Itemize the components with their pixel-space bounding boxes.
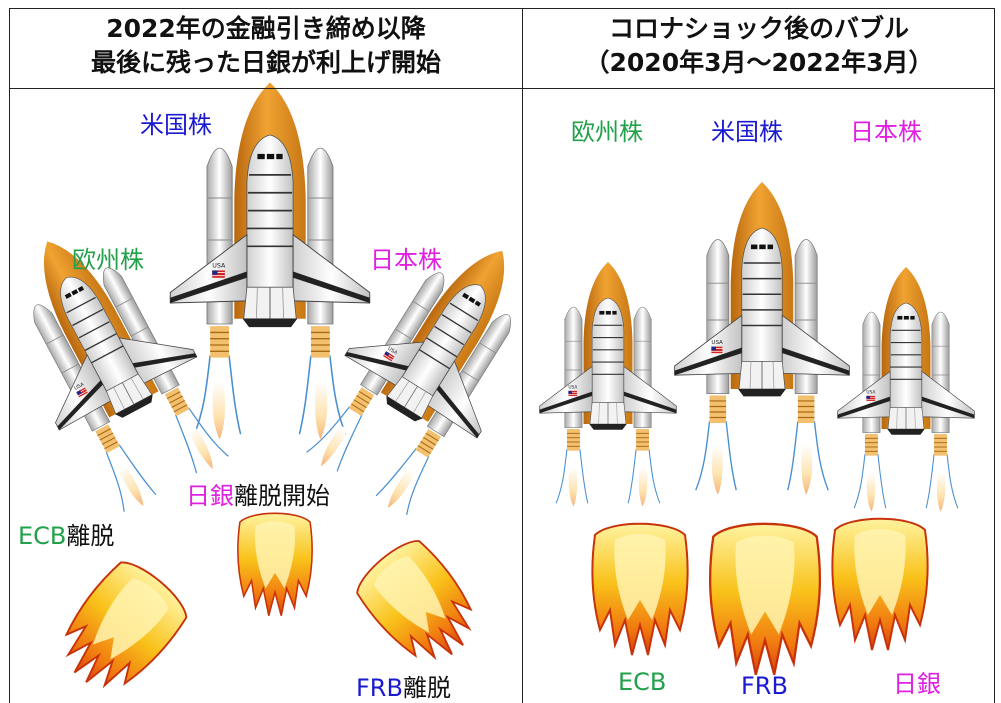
label-frb-booster: FRB: [741, 672, 788, 700]
label-ecb-booster: ECB: [618, 668, 667, 696]
right-title-line1: コロナショック後のバブル: [608, 14, 909, 43]
panel-frame: [9, 8, 995, 703]
label-boj-exit: 日銀離脱開始: [186, 482, 330, 510]
label-eu-stocks-left: 欧州株: [72, 246, 144, 274]
ecb-exit-text: 離脱: [66, 522, 115, 550]
label-us-stocks-right: 米国株: [711, 118, 783, 146]
ecb-name: ECB: [18, 522, 67, 550]
label-eu-stocks-right: 欧州株: [571, 118, 643, 146]
panel-divider: [522, 8, 523, 703]
left-title-line1: 2022年の金融引き締め以降: [106, 14, 426, 43]
left-title-line2: 最後に残った日銀が利上げ開始: [90, 48, 441, 77]
frb-name: FRB: [356, 674, 403, 702]
label-boj-booster: 日銀: [893, 670, 941, 698]
label-jp-stocks-left: 日本株: [370, 246, 442, 274]
label-us-stocks-left: 米国株: [140, 111, 212, 139]
boj-name: 日銀: [186, 482, 234, 510]
label-ecb-exit: ECB離脱: [18, 522, 114, 550]
right-title-line2: （2020年3月～2022年3月）: [584, 48, 934, 77]
frb-exit-text: 離脱: [402, 674, 451, 702]
label-jp-stocks-right: 日本株: [850, 118, 922, 146]
label-frb-exit: FRB離脱: [356, 674, 451, 702]
header-divider: [9, 88, 995, 89]
boj-exit-text: 離脱開始: [234, 482, 330, 510]
